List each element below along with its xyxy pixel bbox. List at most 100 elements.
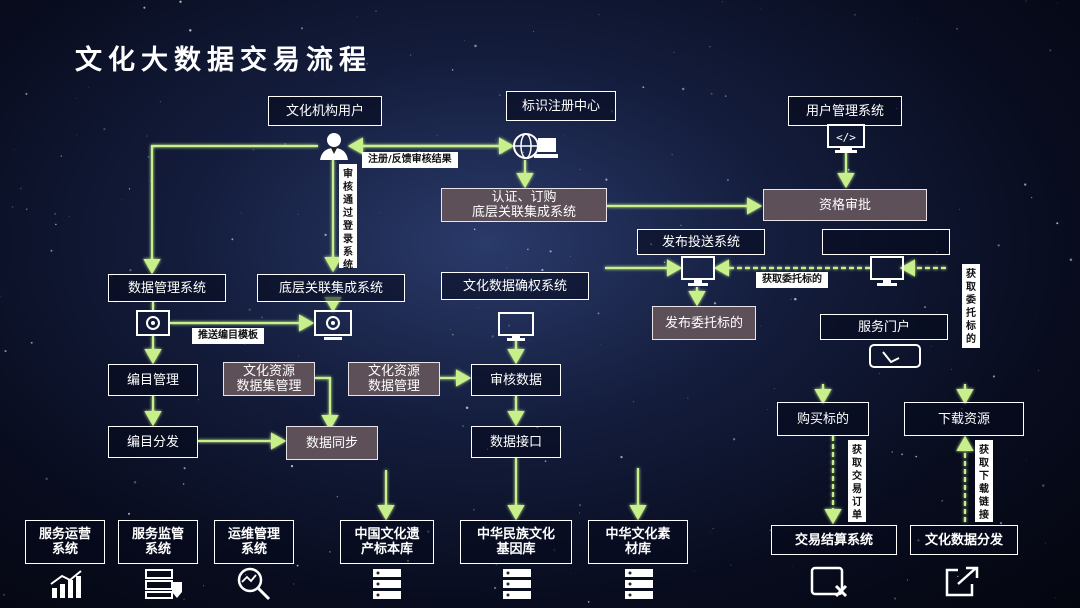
star — [478, 307, 479, 309]
star — [248, 308, 251, 311]
star — [790, 298, 792, 300]
star — [146, 135, 148, 137]
star — [436, 135, 438, 137]
star — [713, 302, 717, 305]
purchase-target-node: 购买标的 — [777, 402, 869, 436]
star — [75, 97, 77, 99]
star — [941, 500, 943, 502]
star — [642, 86, 645, 89]
star — [4, 350, 7, 353]
star — [266, 458, 268, 460]
star — [906, 579, 909, 581]
ethnic-gene-library-node: 中华民族文化 基因库 — [460, 520, 572, 564]
star — [1052, 107, 1053, 109]
star — [128, 188, 131, 190]
publish-entrusted-target-node: 发布委托标的 — [652, 306, 756, 340]
star — [181, 22, 183, 23]
review-passed-login-label: 审 核 通 过 登 录 系 统 — [339, 164, 357, 271]
get-trade-order-label: 获 取 交 易 订 单 — [848, 440, 866, 522]
star — [202, 585, 204, 587]
star — [529, 340, 530, 342]
catalog-mgmt-node: 编目管理 — [108, 364, 198, 396]
star — [930, 345, 932, 347]
star — [682, 87, 685, 91]
star — [579, 169, 581, 171]
star — [992, 375, 995, 378]
star — [179, 0, 182, 3]
star — [694, 570, 696, 572]
publish-system-node: 发布投送系统 — [637, 229, 765, 255]
star — [499, 94, 501, 96]
review-data-node: 审核数据 — [471, 364, 561, 396]
star — [1069, 258, 1073, 261]
star — [957, 575, 959, 578]
star — [853, 82, 855, 84]
star — [25, 208, 28, 211]
star — [999, 522, 1003, 525]
star — [55, 223, 57, 226]
star — [632, 401, 635, 403]
star — [491, 335, 494, 338]
star — [324, 233, 327, 237]
database-icon — [625, 569, 653, 599]
star — [50, 249, 53, 252]
data-sync-node: 数据同步 — [286, 426, 378, 460]
star — [893, 597, 897, 600]
star — [45, 477, 48, 481]
user-mgmt-system-node: 用户管理系统 — [788, 96, 902, 126]
id-register-center-node: 标识注册中心 — [506, 91, 616, 121]
resource-dataset-mgmt-node: 文化资源 数据集管理 — [223, 362, 315, 396]
star — [290, 464, 294, 468]
star — [1025, 0, 1027, 2]
star — [760, 325, 762, 327]
star — [183, 598, 185, 600]
star — [769, 529, 771, 531]
star — [712, 528, 714, 530]
qualification-review-node: 资格审批 — [763, 189, 927, 221]
heritage-library-node: 中国文化遗 产标本库 — [340, 520, 434, 564]
star — [915, 455, 918, 458]
star — [1056, 2, 1058, 4]
get-entrusted-target-label: 获取委托标的 — [756, 272, 828, 288]
star — [103, 128, 106, 131]
star — [923, 306, 927, 309]
star — [3, 594, 5, 596]
star — [183, 467, 186, 470]
base-integration-system-node: 底层关联集成系统 — [257, 274, 405, 302]
star — [587, 601, 590, 603]
culture-material-library-node: 中华文化素 材库 — [588, 520, 688, 564]
star — [473, 228, 476, 231]
star — [121, 199, 123, 200]
star — [1024, 183, 1027, 186]
star — [997, 244, 1000, 247]
star — [847, 168, 850, 171]
database-icon — [373, 569, 401, 599]
star — [570, 573, 571, 574]
get-download-link-label: 获 取 下 载 链 接 — [975, 440, 993, 522]
star — [668, 60, 670, 61]
star — [671, 154, 673, 156]
star — [409, 54, 412, 56]
star — [1045, 542, 1047, 544]
star — [544, 460, 547, 463]
star — [336, 495, 339, 498]
star — [462, 425, 465, 428]
star — [473, 509, 475, 511]
server-warning-icon — [145, 569, 182, 599]
star — [231, 238, 234, 241]
monitor-icon — [681, 256, 715, 286]
star — [11, 205, 14, 208]
star — [541, 268, 544, 272]
star — [356, 16, 358, 17]
star — [1038, 369, 1040, 371]
star — [605, 178, 608, 181]
star — [60, 155, 63, 157]
star — [773, 388, 775, 390]
star — [329, 551, 331, 553]
data-distribution-node: 文化数据分发 — [910, 525, 1018, 555]
blank-system-node — [822, 229, 950, 255]
star — [87, 87, 89, 88]
service-portal-node: 服务门户 — [820, 314, 948, 340]
image-close-icon — [810, 566, 848, 598]
